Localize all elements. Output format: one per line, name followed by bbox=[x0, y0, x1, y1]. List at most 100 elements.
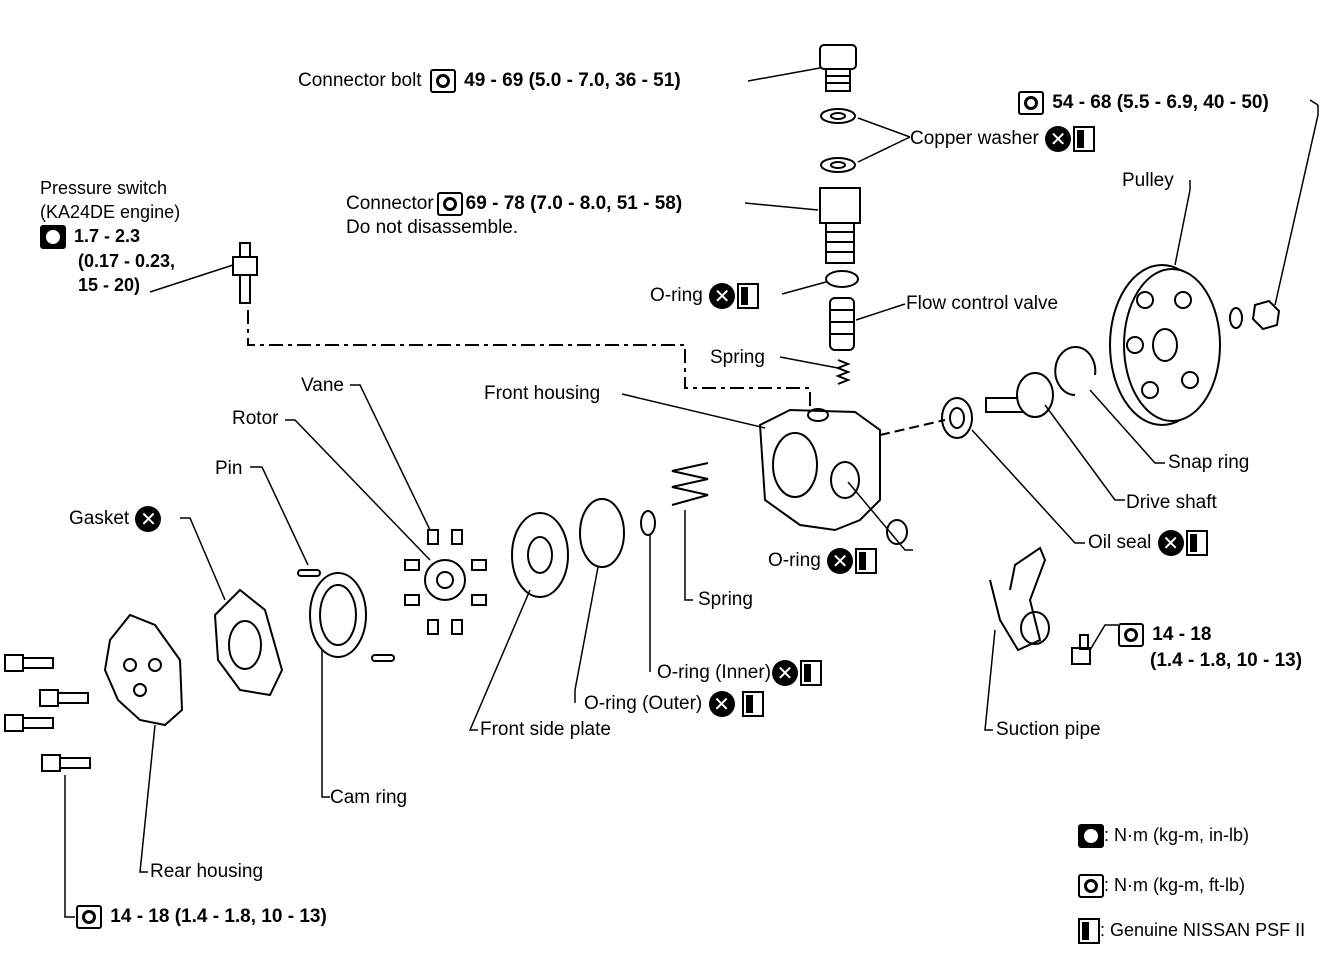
o-ring-inner-text: O-ring (Inner) bbox=[657, 662, 772, 684]
connector-bolt-label: Connector bolt 49 - 69 (5.0 - 7.0, 36 - … bbox=[298, 69, 681, 93]
o-ring-inner-part bbox=[640, 510, 656, 536]
rotor-label: Rotor bbox=[232, 408, 279, 429]
pulley-nut-part bbox=[1251, 299, 1281, 331]
cam-ring-part bbox=[309, 572, 367, 658]
reference-line bbox=[247, 310, 811, 410]
torque-wrench-outline-icon bbox=[1118, 622, 1144, 647]
spring-top-label: Spring bbox=[710, 347, 765, 368]
connector-note: Do not disassemble. bbox=[346, 217, 519, 238]
flow-control-valve-part bbox=[829, 297, 855, 351]
front-housing-part bbox=[758, 408, 881, 532]
legend-item-inlb: : N·m (kg-m, in-lb) bbox=[1078, 824, 1249, 848]
o-ring-mid-text: O-ring bbox=[768, 550, 821, 572]
pressure-switch-part bbox=[232, 242, 258, 304]
connector-bolt-torque: 49 - 69 (5.0 - 7.0, 36 - 51) bbox=[464, 70, 681, 92]
suction-pipe-label: Suction pipe bbox=[996, 719, 1101, 740]
fluid-can-icon bbox=[741, 691, 764, 717]
rear-bolts-torque: 14 - 18 (1.4 - 1.8, 10 - 13) bbox=[110, 906, 327, 928]
x-mark-icon: ✕ bbox=[135, 506, 162, 532]
suction-pipe-part bbox=[989, 546, 1050, 652]
pulley-label: Pulley bbox=[1122, 170, 1174, 191]
snap-ring-part bbox=[1054, 346, 1097, 396]
connector-torque: 69 - 78 (7.0 - 8.0, 51 - 58) bbox=[465, 193, 683, 215]
gasket-text: Gasket bbox=[69, 508, 130, 530]
suction-pipe-torque-2: (1.4 - 1.8, 10 - 13) bbox=[1150, 650, 1303, 671]
x-mark-icon: ✕ bbox=[708, 691, 735, 717]
connector-bolt-text: Connector bolt bbox=[298, 70, 422, 92]
torque-wrench-outline-icon bbox=[436, 192, 463, 216]
rear-housing-part bbox=[103, 613, 184, 727]
pressure-switch-engine: (KA24DE engine) bbox=[40, 202, 181, 222]
legend-item-fluid: : Genuine NISSAN PSF II bbox=[1078, 918, 1305, 944]
pressure-switch-torque-1: 1.7 - 2.3 bbox=[74, 226, 141, 246]
pulley-nut-torque-label: 54 - 68 (5.5 - 6.9, 40 - 50) bbox=[1015, 91, 1269, 115]
fluid-can-icon bbox=[737, 283, 760, 309]
fluid-can-icon bbox=[1078, 918, 1100, 944]
rear-bolts bbox=[4, 654, 91, 772]
pressure-switch-text: Pressure switch bbox=[40, 178, 168, 198]
connector-label: Connector 69 - 78 (7.0 - 8.0, 51 - 58) bbox=[346, 192, 682, 216]
fluid-can-icon bbox=[1073, 126, 1096, 152]
cam-ring-label: Cam ring bbox=[330, 787, 408, 808]
torque-wrench-outline-icon bbox=[1078, 874, 1104, 898]
torque-wrench-solid-icon bbox=[40, 225, 66, 250]
oil-seal-label: Oil seal ✕ bbox=[1088, 530, 1209, 556]
gasket-part bbox=[213, 588, 284, 697]
rotor-part bbox=[404, 529, 487, 635]
connector-bolt-part bbox=[819, 44, 857, 92]
gasket-label: Gasket ✕ bbox=[69, 506, 162, 532]
copper-washer-text: Copper washer bbox=[910, 128, 1039, 150]
torque-wrench-outline-icon bbox=[76, 905, 102, 929]
oil-seal-text: Oil seal bbox=[1088, 532, 1152, 554]
pulley-nut-torque: 54 - 68 (5.5 - 6.9, 40 - 50) bbox=[1052, 92, 1269, 114]
o-ring-mid-label: O-ring ✕ bbox=[768, 548, 878, 574]
legend-text-fluid: : Genuine NISSAN PSF II bbox=[1100, 919, 1306, 940]
o-ring-top-part bbox=[825, 270, 859, 288]
copper-washer-top bbox=[820, 108, 856, 124]
x-mark-icon: ✕ bbox=[827, 548, 854, 574]
fluid-can-icon bbox=[800, 660, 823, 686]
copper-washer-label: Copper washer ✕ bbox=[910, 126, 1096, 152]
spring-mid-label: Spring bbox=[698, 589, 753, 610]
spring-top-part bbox=[835, 359, 851, 385]
drive-shaft-label: Drive shaft bbox=[1126, 492, 1217, 513]
o-ring-top-text: O-ring bbox=[650, 285, 703, 307]
copper-washer-bottom bbox=[820, 157, 856, 173]
pressure-switch-torque-2: (0.17 - 0.23, bbox=[78, 251, 176, 272]
snap-ring-label: Snap ring bbox=[1168, 452, 1250, 473]
o-ring-outer-part bbox=[579, 498, 625, 568]
x-mark-icon: ✕ bbox=[1157, 530, 1184, 556]
drive-shaft-part bbox=[985, 372, 1054, 418]
x-mark-icon: ✕ bbox=[709, 283, 736, 309]
torque-wrench-outline-icon bbox=[1018, 91, 1044, 115]
pressure-switch-torque-3: 15 - 20) bbox=[78, 275, 141, 296]
x-mark-icon: ✕ bbox=[1045, 126, 1072, 152]
rear-housing-label: Rear housing bbox=[150, 861, 264, 882]
o-ring-top-label: O-ring ✕ bbox=[650, 283, 760, 309]
leader-lines bbox=[64, 67, 1319, 918]
o-ring-outer-text: O-ring (Outer) bbox=[584, 693, 703, 715]
pressure-switch-label: Pressure switch (KA24DE engine) 1.7 - 2.… bbox=[40, 176, 180, 297]
torque-wrench-solid-icon bbox=[1078, 824, 1104, 848]
legend-text-ftlb: : N·m (kg-m, ft-lb) bbox=[1104, 874, 1245, 895]
pin-label: Pin bbox=[215, 458, 243, 479]
flow-control-valve-label: Flow control valve bbox=[906, 293, 1059, 314]
vane-label: Vane bbox=[301, 375, 344, 396]
o-ring-inner-label: O-ring (Inner)✕ bbox=[657, 660, 823, 686]
legend-text-inlb: : N·m (kg-m, in-lb) bbox=[1104, 824, 1249, 845]
x-mark-icon: ✕ bbox=[772, 660, 799, 686]
front-side-plate-label: Front side plate bbox=[480, 719, 611, 740]
pulley-part bbox=[1109, 264, 1221, 426]
spring-mid-part bbox=[671, 462, 709, 506]
o-ring-outer-label: O-ring (Outer) ✕ bbox=[584, 691, 765, 717]
front-housing-label: Front housing bbox=[484, 383, 601, 404]
rear-bolts-torque-label: 14 - 18 (1.4 - 1.8, 10 - 13) bbox=[76, 905, 327, 929]
suction-pipe-torque-label: 14 - 18 (1.4 - 1.8, 10 - 13) bbox=[1118, 622, 1302, 674]
torque-wrench-outline-icon bbox=[429, 69, 456, 93]
connector-text: Connector bbox=[346, 193, 434, 215]
front-side-plate-part bbox=[511, 512, 569, 598]
legend-item-ftlb: : N·m (kg-m, ft-lb) bbox=[1078, 874, 1245, 898]
suction-pipe-torque-1: 14 - 18 bbox=[1152, 624, 1212, 645]
connector-part bbox=[819, 187, 861, 264]
